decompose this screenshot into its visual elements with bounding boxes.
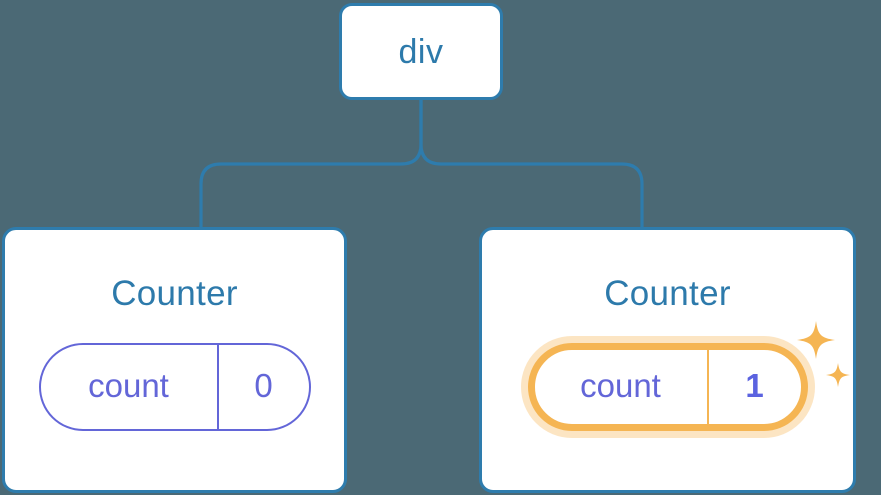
state-key-label: count xyxy=(88,367,169,404)
sparkle-small-icon xyxy=(825,363,850,387)
component-card-counter-left[interactable]: Counter count 0 xyxy=(2,227,347,493)
sparkle-large-icon xyxy=(796,321,835,359)
component-title: Counter xyxy=(604,274,731,313)
state-key-label: count xyxy=(580,367,661,404)
root-node-label: div xyxy=(398,32,444,71)
state-value-label: 0 xyxy=(216,345,309,429)
state-pill-count[interactable]: count 0 xyxy=(38,343,311,431)
state-pill-wrapper: count 1 xyxy=(527,321,850,431)
root-node-div[interactable]: div xyxy=(339,3,503,100)
state-pill-wrapper: count 0 xyxy=(38,343,311,431)
state-value-label: 1 xyxy=(706,350,801,424)
component-card-counter-right[interactable]: Counter count 1 xyxy=(479,227,856,493)
component-title: Counter xyxy=(111,274,238,313)
state-pill-count-updated[interactable]: count 1 xyxy=(527,343,808,431)
